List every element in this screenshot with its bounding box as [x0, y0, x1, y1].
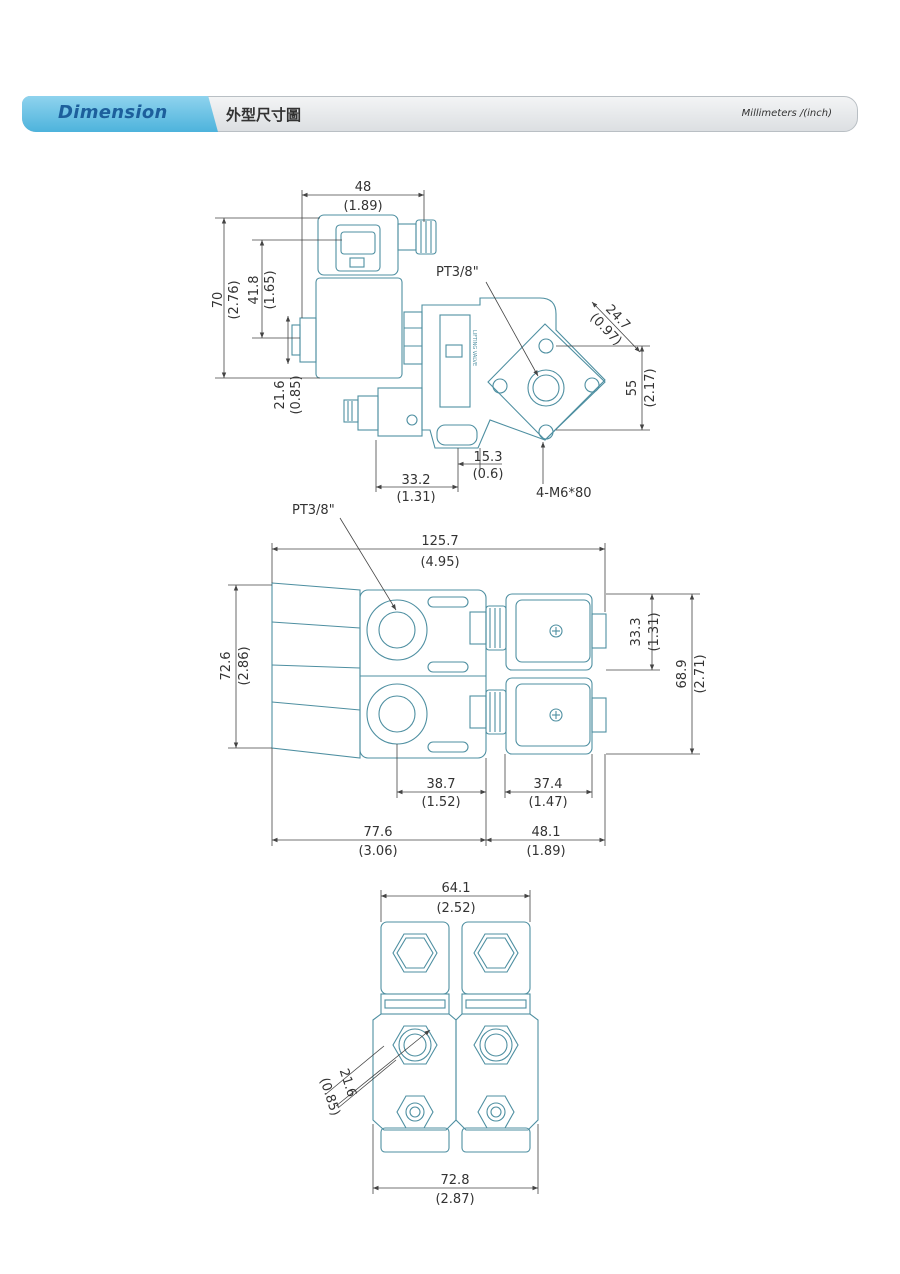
dim-33-2: 33.2 [402, 473, 431, 488]
dim-68-9: 68.9 [675, 660, 690, 689]
dim-21-6-inch: (0.85) [289, 375, 304, 414]
dim-41-8-inch: (1.65) [263, 270, 278, 309]
dim-77-6: 77.6 [364, 825, 393, 840]
dim-48-inch: (1.89) [343, 199, 382, 214]
bottom-view: 64.1 (2.52) 21.6 (0.85) 72.8 (2.87) [316, 881, 539, 1207]
section-header: Dimension 外型尺寸圖 Millimeters /(inch) [22, 96, 858, 132]
dim-55-inch: (2.17) [643, 368, 658, 407]
bot-coil-right [455, 921, 539, 1153]
dim-41-8: 41.8 [247, 276, 262, 305]
header-tab [22, 96, 218, 132]
top-lower-fitting [343, 387, 423, 437]
dim-15-3-inch: (0.6) [473, 467, 504, 482]
dim-77-6-inch: (3.06) [358, 844, 397, 859]
dim-72-8-inch: (2.87) [435, 1192, 474, 1207]
dim-48-1-inch: (1.89) [526, 844, 565, 859]
section-subtitle: 外型尺寸圖 [226, 106, 302, 124]
dim-48-1: 48.1 [532, 825, 561, 840]
top-valve-body: LIFTING VALVE [406, 297, 606, 449]
dim-72-6: 72.6 [219, 652, 234, 681]
mid-coil-upper [469, 593, 607, 671]
dim-125-7-inch: (4.95) [420, 555, 459, 570]
mid-coil-lower [469, 677, 607, 755]
dim-70-inch: (2.76) [227, 280, 242, 319]
bot-coil-left [372, 921, 457, 1153]
dim-15-3: 15.3 [474, 450, 503, 465]
dim-64-1: 64.1 [442, 881, 471, 896]
valve-label: LIFTING VALVE [471, 330, 477, 366]
section-title: Dimension [58, 102, 168, 123]
dim-72-6-inch: (2.86) [237, 646, 252, 685]
units-label: Millimeters /(inch) [741, 108, 832, 119]
dim-33-3-inch: (1.31) [647, 612, 662, 651]
dim-125-7: 125.7 [421, 534, 458, 549]
top-nut-upper [397, 219, 437, 255]
port-label-top: PT3/8" [436, 265, 479, 280]
port-label-mid: PT3/8" [292, 503, 335, 518]
middle-view: PT3/8" 125.7 (4.95) 72.6 (2.86) 33.3 (1.… [219, 503, 708, 859]
dim-33-2-inch: (1.31) [396, 490, 435, 505]
top-coil [291, 214, 423, 379]
dim-72-8: 72.8 [441, 1173, 470, 1188]
dim-70: 70 [211, 292, 226, 309]
dim-37-4: 37.4 [534, 777, 563, 792]
dim-64-1-inch: (2.52) [436, 901, 475, 916]
dim-21-6-bot-inch: (0.85) [316, 1076, 342, 1118]
dim-33-3: 33.3 [629, 618, 644, 647]
dim-21-6: 21.6 [273, 381, 288, 410]
dim-55: 55 [625, 380, 640, 397]
dim-38-7-inch: (1.52) [421, 795, 460, 810]
dim-68-9-inch: (2.71) [693, 654, 708, 693]
bolt-label: 4-M6*80 [536, 486, 592, 501]
top-view: LIFTING VALVE 48 (1.89) 70 (2.76) 41.8 (… [211, 180, 658, 505]
mid-valve-body [271, 582, 487, 759]
dim-38-7: 38.7 [427, 777, 456, 792]
dim-37-4-inch: (1.47) [528, 795, 567, 810]
dim-48: 48 [355, 180, 372, 195]
